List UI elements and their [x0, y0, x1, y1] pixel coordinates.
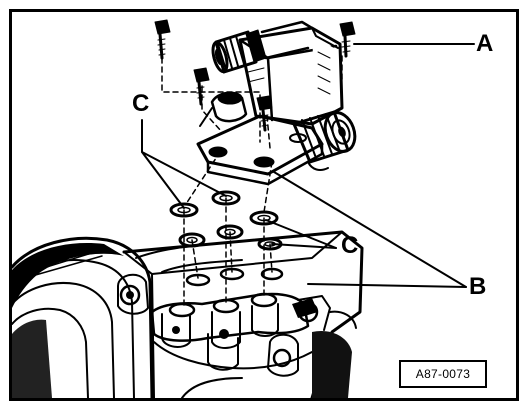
compressor-manifold-illustration: [12, 19, 475, 398]
callout-b-label: B: [469, 273, 487, 300]
valve-manifold: [196, 20, 357, 186]
callout-a-label: A: [476, 30, 494, 57]
callout-c-upper-label: C: [132, 90, 150, 117]
callout-leader-lines: [141, 43, 475, 288]
figure-code-box: A87-0073: [399, 360, 487, 388]
callout-c-lower-label: C: [341, 232, 359, 259]
diagram-frame: A B C C A87-0073: [9, 9, 519, 401]
compressor-body: [12, 230, 364, 398]
mounting-screws: [154, 19, 356, 132]
figure-code: A87-0073: [415, 367, 471, 381]
